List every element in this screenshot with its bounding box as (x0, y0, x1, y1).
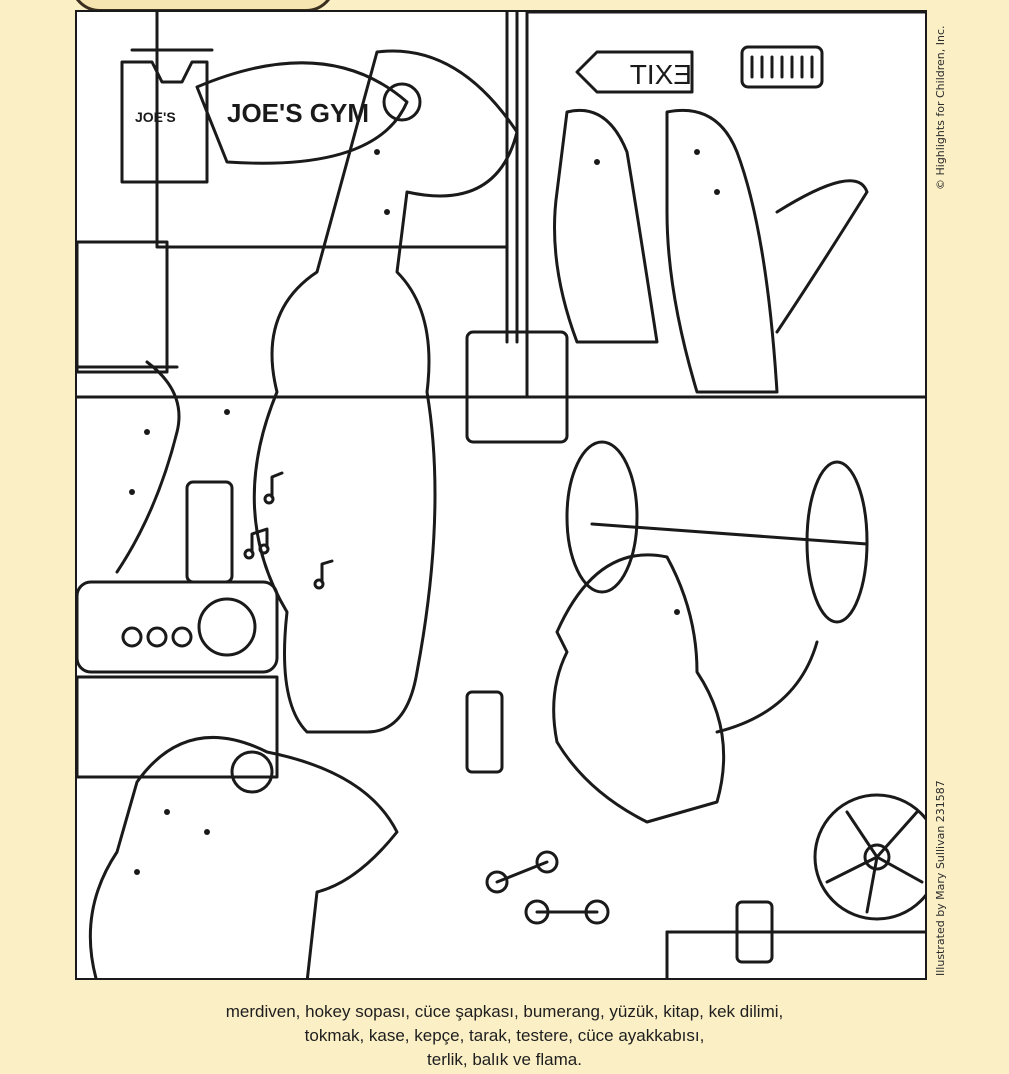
wall-shelf (77, 240, 169, 374)
word-list-line-2: tokmak, kase, kepçe, tarak, testere, cüc… (304, 1026, 705, 1045)
dinosaur-lifting (552, 553, 726, 824)
shirt-text: JOE'S (135, 109, 176, 125)
illustration-panel: EXIT (75, 10, 927, 980)
dinosaur-back-left (553, 108, 659, 344)
dumbbells-icon (485, 850, 610, 925)
illustrator-credit: Illustrated by Mary Sullivan 231587 (934, 780, 947, 976)
gym-sign-text: JOE'S GYM (227, 98, 369, 128)
bottle-icon (465, 690, 504, 774)
gym-scene-illustration: EXIT (77, 12, 925, 978)
word-list-line-3: terlik, balık ve flama. (427, 1050, 582, 1069)
fan-icon (813, 793, 925, 921)
copyright-text: © Highlights for Children, Inc. (934, 25, 947, 190)
stereo-icon (77, 580, 279, 674)
music-notes-icon (243, 471, 334, 590)
dinosaur-large (252, 49, 519, 734)
side-table (77, 675, 279, 779)
water-bottle-icon (185, 480, 234, 584)
air-vent-icon (740, 45, 824, 89)
tank-top-icon (120, 60, 209, 184)
exit-sign-text: EXIT (630, 59, 692, 90)
hidden-objects-word-list: merdiven, hokey sopası, cüce şapkası, bu… (0, 1000, 1009, 1072)
barbell-icon (565, 440, 869, 624)
boombox-icon (465, 330, 569, 444)
window-right (525, 12, 925, 399)
dinosaur-back-right (665, 108, 779, 394)
exit-sign-icon: EXIT (575, 50, 694, 94)
word-list-line-1: merdiven, hokey sopası, cüce şapkası, bu… (225, 1002, 784, 1021)
gym-sign-icon (195, 61, 409, 165)
dinosaur-spots (129, 149, 720, 875)
dinosaur-front (88, 736, 399, 978)
